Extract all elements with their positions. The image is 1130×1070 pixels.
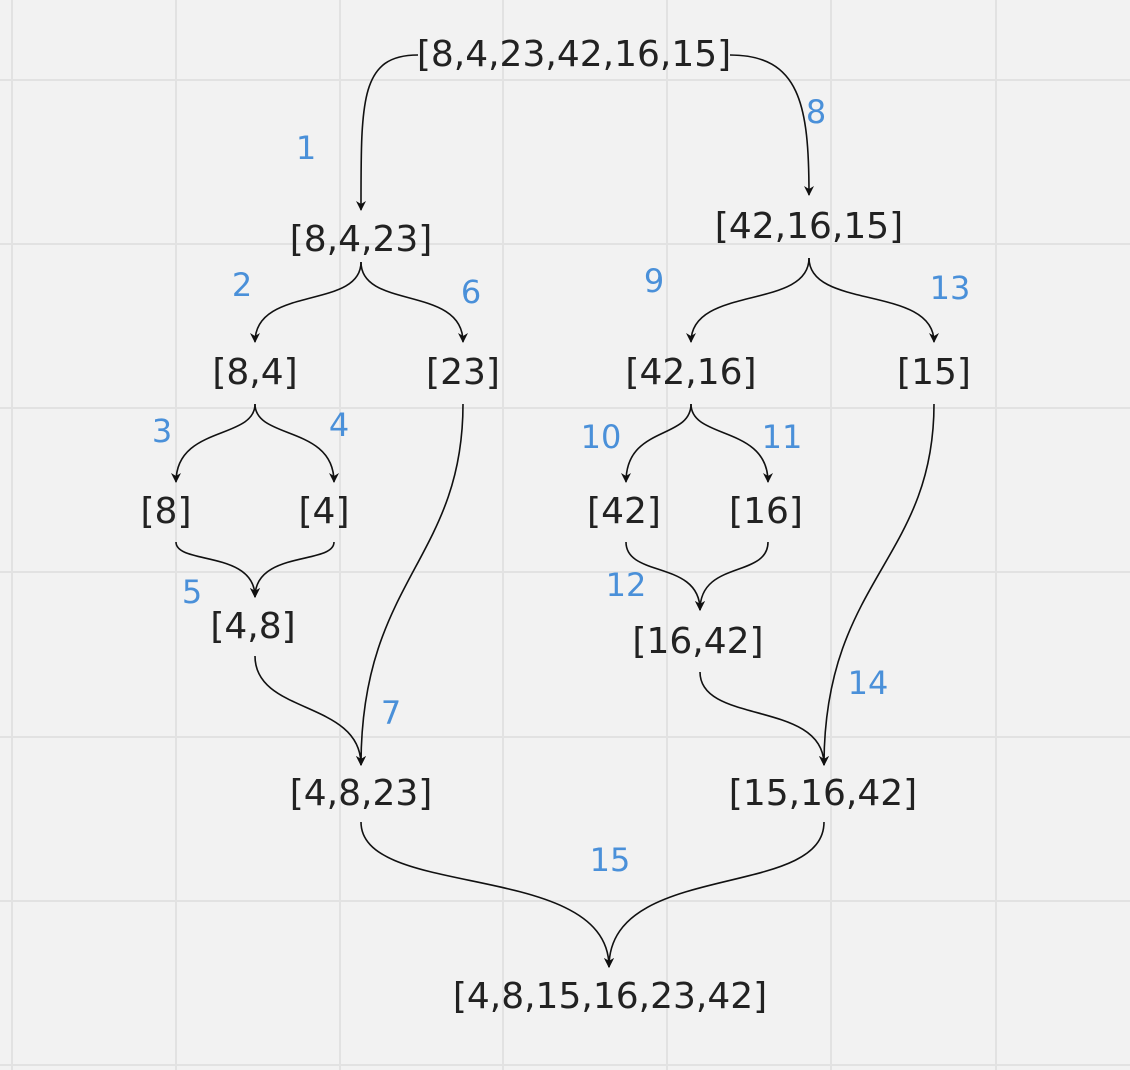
step-label-7: 7 [380,694,402,732]
step-label-1: 1 [295,129,317,167]
step-label-10: 10 [580,418,622,456]
edge-merge4823-to-final [360,821,614,968]
edge-lpair-to-l8 [171,403,256,483]
edge-right-to-rpair [686,257,810,343]
edge-left-to-lpair [250,261,362,343]
edge-l8-to-merge48 [175,541,260,598]
node-right-single-15: [15] [897,352,971,393]
edge-r15-to-merge151642 [819,403,935,766]
node-single-8: [8] [140,491,192,532]
step-label-12: 12 [605,566,647,604]
node-left-half: [8,4,23] [289,219,433,260]
edge-root-to-right [729,54,814,196]
step-label-5: 5 [181,573,203,611]
node-merged-4-8: [4,8] [210,606,296,647]
edge-r16-to-merge1642 [695,541,769,611]
node-right-pair: [42,16] [625,352,757,393]
edge-left-to-l23 [360,261,468,343]
step-label-2: 2 [231,266,253,304]
edge-rpair-to-r16 [690,403,773,483]
step-label-11: 11 [761,418,803,456]
node-single-16: [16] [729,491,803,532]
edge-merge48-to-merge4823 [254,655,366,766]
edge-r42-to-merge1642 [625,541,705,611]
step-label-6: 6 [460,273,482,311]
step-label-14: 14 [847,664,889,702]
edge-merge1642-to-merge151642 [699,671,829,766]
step-label-9: 9 [643,262,665,300]
node-left-single-23: [23] [426,352,500,393]
edge-rpair-to-r42 [621,403,692,483]
edge-lpair-to-l4 [254,403,339,483]
step-label-8: 8 [805,93,827,131]
edge-merge151642-to-final [604,821,825,968]
step-label-3: 3 [151,412,173,450]
edge-l23-to-merge4823 [356,403,464,766]
node-merged-4-8-23: [4,8,23] [289,773,433,814]
node-single-42: [42] [587,491,661,532]
node-root-array: [8,4,23,42,16,15] [416,34,732,75]
node-left-pair: [8,4] [212,352,298,393]
edge-l4-to-merge48 [250,541,335,598]
node-final-sorted: [4,8,15,16,23,42] [452,976,768,1017]
edge-root-to-left [355,54,419,211]
step-label-15: 15 [589,841,631,879]
step-label-4: 4 [328,406,350,444]
node-right-half: [42,16,15] [714,206,904,247]
edge-right-to-r15 [808,257,939,343]
node-single-4: [4] [298,491,350,532]
step-label-13: 13 [929,269,971,307]
node-merged-15-16-42: [15,16,42] [728,773,918,814]
node-merged-16-42: [16,42] [632,621,764,662]
